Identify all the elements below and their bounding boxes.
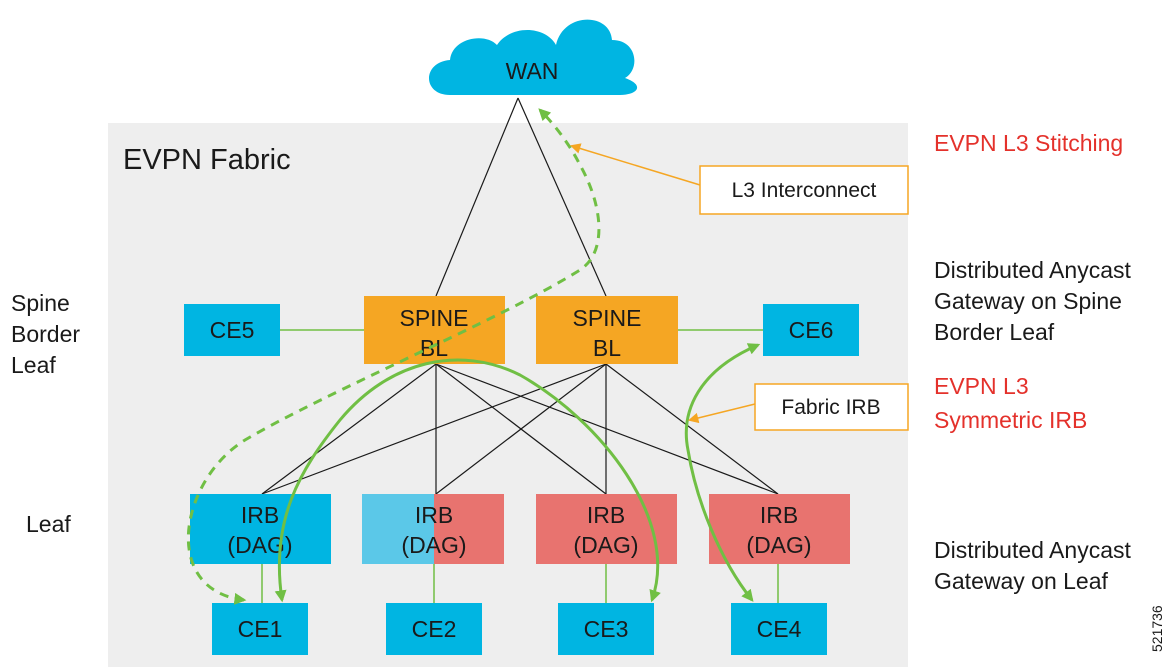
ce3-node: CE3	[558, 603, 654, 655]
label-leaf-sbl: Leaf	[11, 352, 56, 378]
label-leaf: Leaf	[26, 511, 71, 537]
leaf-3: IRB (DAG)	[536, 494, 677, 564]
label-symmetric-irb-2: Symmetric IRB	[934, 407, 1087, 433]
wan-cloud: WAN	[429, 19, 638, 96]
label-dag-leaf-2: Gateway on Leaf	[934, 568, 1109, 594]
callout-l3-interconnect: L3 Interconnect	[569, 143, 909, 215]
traffic-flows	[186, 108, 761, 605]
spine-bl-1-line1: SPINE	[399, 305, 468, 331]
label-l3-stitching: EVPN L3 Stitching	[934, 130, 1123, 156]
fabric-title: EVPN Fabric	[123, 144, 291, 176]
callout-l3-pointer	[569, 143, 701, 186]
ce4-node: CE4	[731, 603, 827, 655]
ce3-label: CE3	[584, 616, 629, 642]
callout-fabric-irb: Fabric IRB	[687, 383, 909, 431]
cloud-icon	[429, 19, 638, 96]
label-dag-spine-3: Border Leaf	[934, 319, 1055, 345]
leaf-4-line2: (DAG)	[746, 532, 811, 558]
wan-label: WAN	[506, 58, 559, 84]
ce2-node: CE2	[386, 603, 482, 655]
leaf-1-line1: IRB	[241, 502, 279, 528]
spine-bl-1-line2: BL	[420, 335, 448, 361]
ce6-node: CE6	[763, 304, 859, 356]
callout-irb-text: Fabric IRB	[781, 396, 880, 419]
flow-ce1-to-wan-dashed	[186, 108, 601, 605]
flow-ce1-to-ce3	[274, 358, 661, 603]
leaf-2-line1: IRB	[415, 502, 453, 528]
spine-bl-2-line1: SPINE	[572, 305, 641, 331]
ce1-node: CE1	[212, 603, 308, 655]
label-dag-spine-1: Distributed Anycast	[934, 257, 1131, 283]
ce6-label: CE6	[789, 317, 834, 343]
spine-bl-2-line2: BL	[593, 335, 621, 361]
leaf-4-line1: IRB	[760, 502, 798, 528]
ce1-label: CE1	[238, 616, 283, 642]
ce4-label: CE4	[757, 616, 802, 642]
flow-ce6-to-ce4	[684, 343, 761, 602]
label-dag-leaf-1: Distributed Anycast	[934, 537, 1131, 563]
label-symmetric-irb-1: EVPN L3	[934, 373, 1029, 399]
callout-l3-text: L3 Interconnect	[732, 179, 877, 202]
label-dag-spine-2: Gateway on Spine	[934, 288, 1122, 314]
spine-bl-2: SPINE BL	[536, 296, 678, 364]
leaf-3-line2: (DAG)	[573, 532, 638, 558]
ce5-node: CE5	[184, 304, 280, 356]
leaf-3-line1: IRB	[587, 502, 625, 528]
ce2-label: CE2	[412, 616, 457, 642]
label-border: Border	[11, 321, 80, 347]
ce5-label: CE5	[210, 317, 255, 343]
callout-irb-pointer	[687, 403, 756, 424]
spine-bl-1: SPINE BL	[364, 296, 505, 364]
leaf-4: IRB (DAG)	[709, 494, 850, 564]
leaf-1: IRB (DAG)	[190, 494, 331, 564]
figure-id: 521736	[1149, 605, 1165, 652]
leaf-2: IRB (DAG)	[362, 494, 504, 564]
leaf-2-line2: (DAG)	[401, 532, 466, 558]
label-spine: Spine	[11, 290, 70, 316]
